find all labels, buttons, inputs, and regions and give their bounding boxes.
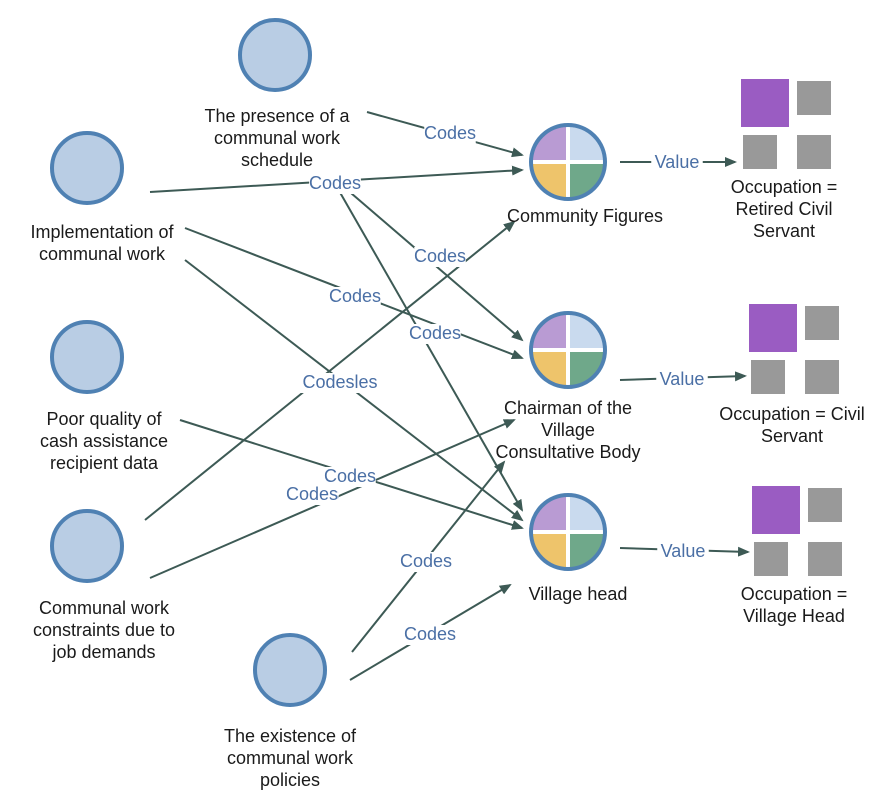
floating-edge-label: Codes — [286, 484, 338, 504]
case-quadrant-icon[interactable] — [529, 123, 607, 201]
codes-edge-label-bg — [324, 467, 376, 487]
case-node-label: Village head — [529, 584, 628, 604]
attribute-cell — [797, 135, 831, 169]
codes-edge-label: Codes — [424, 123, 476, 143]
case-quadrant — [531, 532, 568, 569]
code-circle-icon[interactable] — [50, 509, 124, 583]
attribute-cell — [754, 542, 788, 576]
attribute-cell — [808, 488, 842, 522]
case-node-community[interactable]: Community Figures — [507, 123, 663, 226]
attribute-cell — [743, 135, 777, 169]
case-node-label: Community Figures — [507, 206, 663, 226]
value-edge-label: Value — [655, 152, 700, 172]
case-quadrant — [568, 495, 605, 532]
attribute-cell — [808, 542, 842, 576]
value-edge-label-bg — [657, 542, 709, 562]
edges-layer — [144, 111, 750, 681]
attribute-grid-icon[interactable] — [752, 486, 842, 576]
code-circle-icon[interactable] — [50, 131, 124, 205]
case-quadrant — [568, 532, 605, 569]
attribute-cell — [805, 306, 839, 340]
attribute-grid-icon[interactable] — [749, 304, 839, 394]
case-circle-outline — [529, 311, 607, 389]
case-quadrant — [568, 350, 605, 387]
case-quadrant — [568, 125, 605, 162]
case-circle-outline — [529, 123, 607, 201]
attribute-cell — [741, 79, 789, 127]
case-quadrant — [531, 495, 568, 532]
case-quadrant — [531, 162, 568, 199]
codes-edge-constraints-to-community[interactable] — [144, 220, 516, 521]
case-quadrant-icon[interactable] — [529, 493, 607, 571]
attribute-cell — [797, 81, 831, 115]
attribute-cell — [751, 360, 785, 394]
floating-edge-label: Codes — [409, 323, 461, 343]
attribute-grid-icon[interactable] — [741, 79, 831, 169]
codes-edge-label: Codes — [400, 551, 452, 571]
value-edge-label: Value — [660, 369, 705, 389]
code-circle-icon[interactable] — [238, 18, 312, 92]
code-circle-icon[interactable] — [253, 633, 327, 707]
attribute-node-label: Occupation =Village Head — [741, 584, 848, 626]
codes-edge-label-bg — [329, 287, 381, 307]
case-quadrant — [531, 313, 568, 350]
codes-edge-label: Codes — [329, 286, 381, 306]
case-quadrant — [568, 313, 605, 350]
case-quadrant-icon[interactable] — [529, 311, 607, 389]
value-edge-label-bg — [656, 370, 708, 390]
attribute-cell — [805, 360, 839, 394]
codes-edge-label-bg — [404, 625, 456, 645]
attribute-cell — [752, 486, 800, 534]
floating-edge-label-bg — [409, 324, 461, 344]
case-quadrant — [531, 350, 568, 387]
value-edge-label: Value — [661, 541, 706, 561]
floating-edge-label-bg — [309, 174, 361, 194]
case-node-village_head[interactable]: Village head — [529, 493, 628, 604]
attribute-cell — [749, 304, 797, 352]
value-edge-label-bg — [651, 153, 703, 173]
codes-edge-label: Codes — [414, 246, 466, 266]
codes-edge-label: Codes — [324, 466, 376, 486]
floating-edge-label: Codesles — [302, 372, 377, 392]
attribute-node-attr_village_head[interactable]: Occupation =Village Head — [741, 486, 848, 626]
codes-edge-label: Codes — [404, 624, 456, 644]
codes-edge-label-bg — [400, 552, 452, 572]
case-quadrant — [568, 162, 605, 199]
codes-edge-label-bg — [414, 247, 466, 267]
codes-edge-label-bg — [424, 124, 476, 144]
code-circle-icon[interactable] — [50, 320, 124, 394]
case-quadrant — [531, 125, 568, 162]
floating-edge-label-bg — [300, 373, 380, 393]
floating-edge-label-bg — [286, 485, 338, 505]
case-circle-outline — [529, 493, 607, 571]
floating-edge-label: Codes — [309, 173, 361, 193]
